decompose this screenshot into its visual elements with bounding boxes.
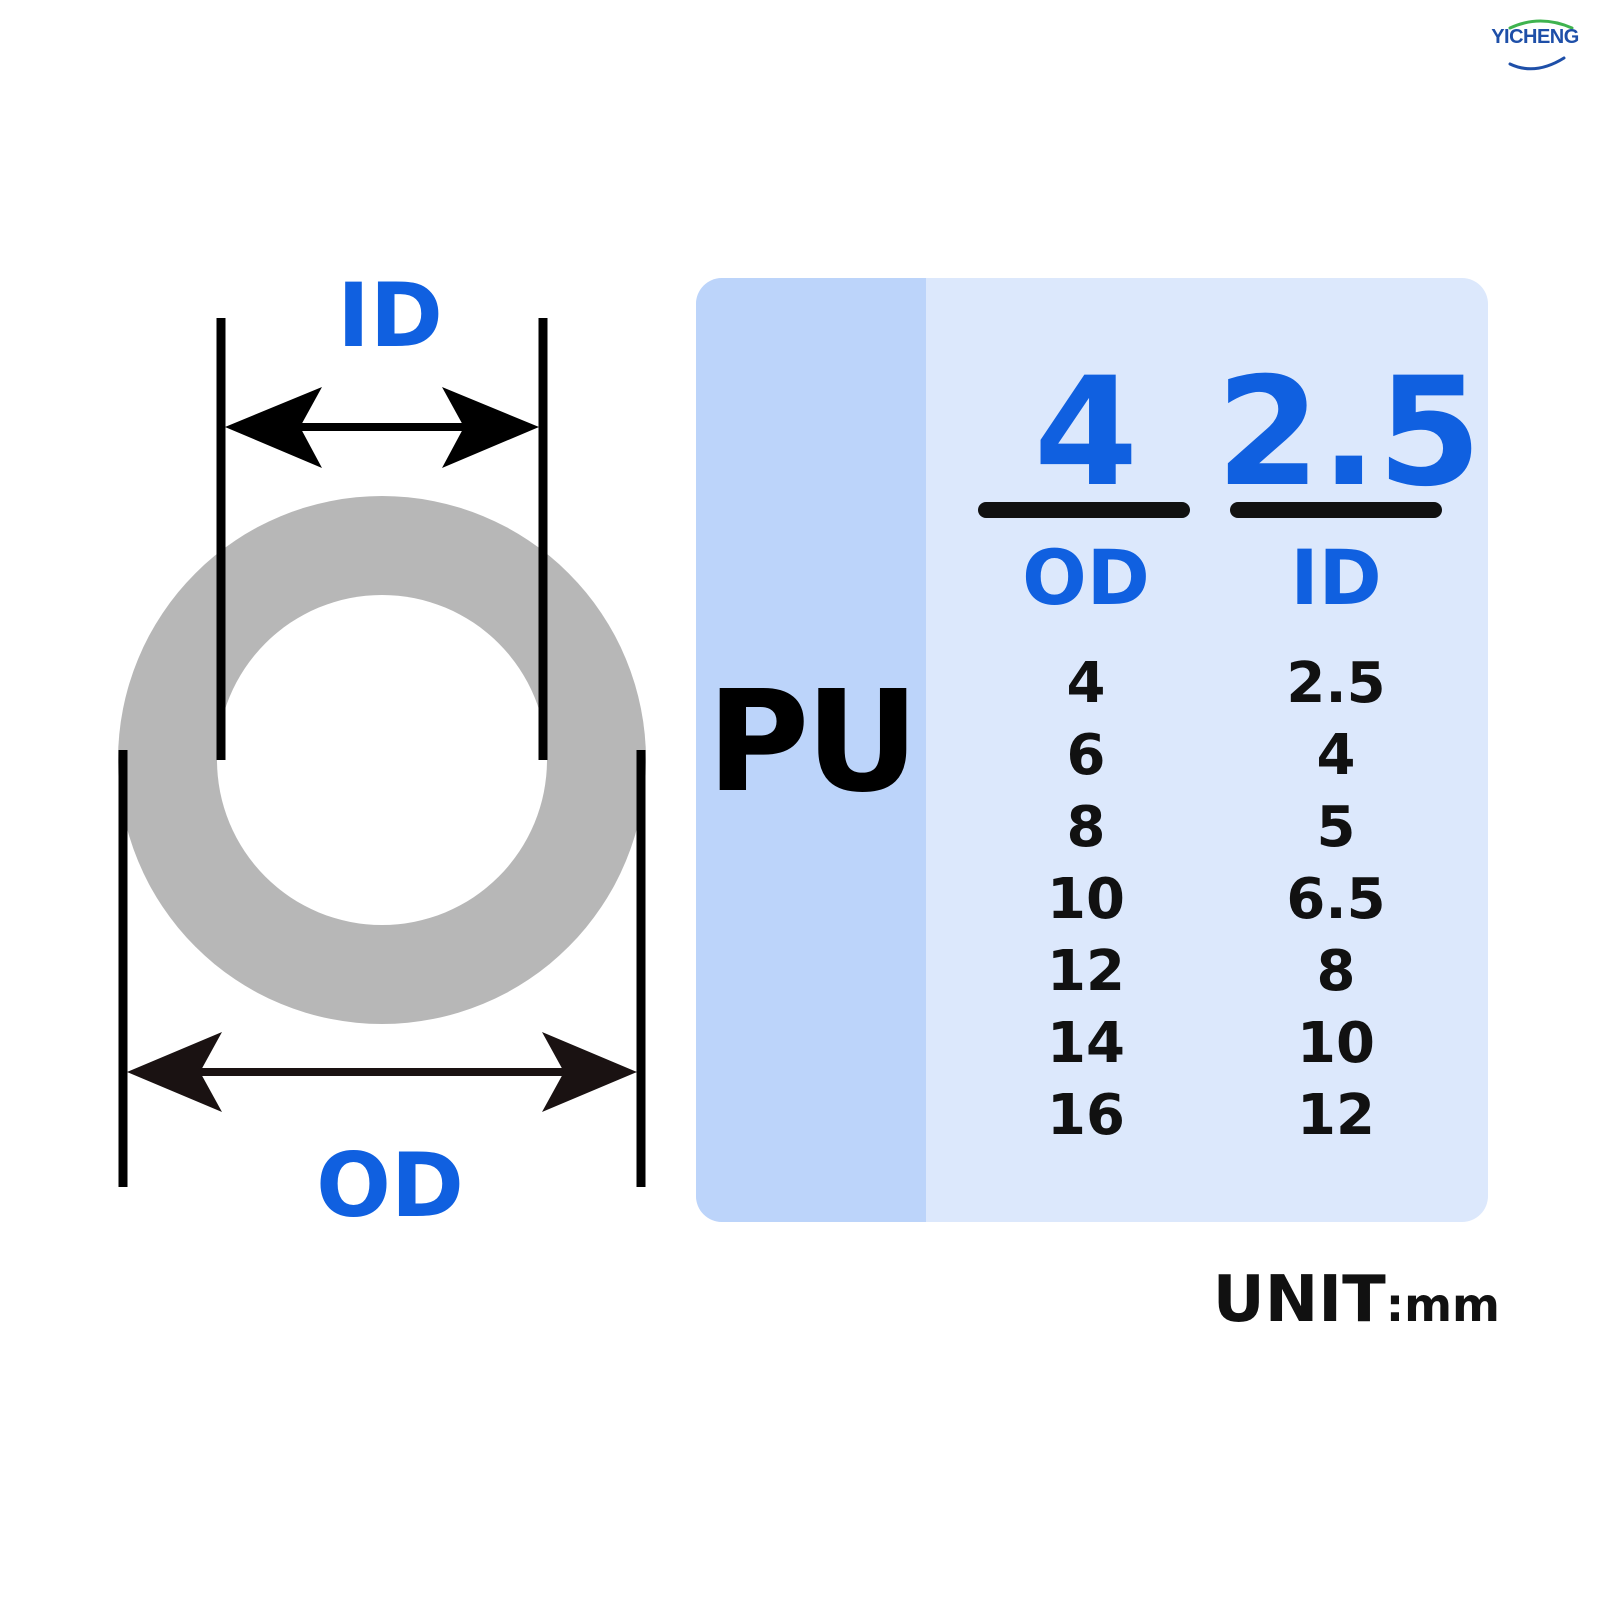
logo-swoosh-icon: [1508, 19, 1574, 71]
od-arrow-icon: [127, 1032, 637, 1112]
tube-inner-bore: [217, 595, 547, 925]
od-value: 10: [1047, 867, 1125, 932]
od-value: 16: [1047, 1083, 1125, 1148]
od-value: 8: [1066, 795, 1106, 860]
brand-logo: YICHENG: [1480, 14, 1590, 74]
unit-note: UNIT:mm: [1200, 1268, 1500, 1332]
od-dimension-label: OD: [316, 1134, 464, 1237]
id-value: 8: [1316, 939, 1356, 1004]
id-value: 2.5: [1286, 651, 1386, 716]
tube-cross-section-icon: [118, 318, 646, 1187]
od-value: 6: [1066, 723, 1106, 788]
id-column-header: ID: [1290, 533, 1382, 622]
material-label: PU: [706, 661, 919, 824]
example-od-value: 4: [1033, 346, 1139, 520]
material-band: PU: [696, 278, 926, 1222]
id-arrow-icon: [225, 387, 539, 468]
od-values-column: 4 6 8 10 12 14 16: [976, 648, 1196, 1152]
unit-label: UNIT: [1212, 1263, 1386, 1337]
id-values-column: 2.5 4 5 6.5 8 10 12: [1226, 648, 1446, 1152]
example-id-value: 2.5: [1216, 346, 1482, 520]
id-dimension-label: ID: [337, 264, 443, 367]
id-value: 5: [1316, 795, 1356, 860]
id-value: 4: [1316, 723, 1356, 788]
id-value: 12: [1297, 1083, 1375, 1148]
id-divider-bar: [1230, 502, 1442, 518]
od-column-header: OD: [1022, 533, 1150, 622]
id-value: 6.5: [1286, 867, 1386, 932]
id-value: 10: [1297, 1011, 1375, 1076]
od-value: 4: [1066, 651, 1106, 716]
od-divider-bar: [978, 502, 1190, 518]
logo-text: YICHENG: [1491, 26, 1579, 48]
unit-value: :mm: [1385, 1278, 1500, 1332]
od-value: 12: [1047, 939, 1125, 1004]
od-value: 14: [1047, 1011, 1125, 1076]
tube-diagram: ID OD: [0, 0, 700, 1300]
size-table-panel: PU 4 2.5 OD ID 4 6 8 10 12 14 16 2.5 4 5…: [696, 278, 1488, 1222]
